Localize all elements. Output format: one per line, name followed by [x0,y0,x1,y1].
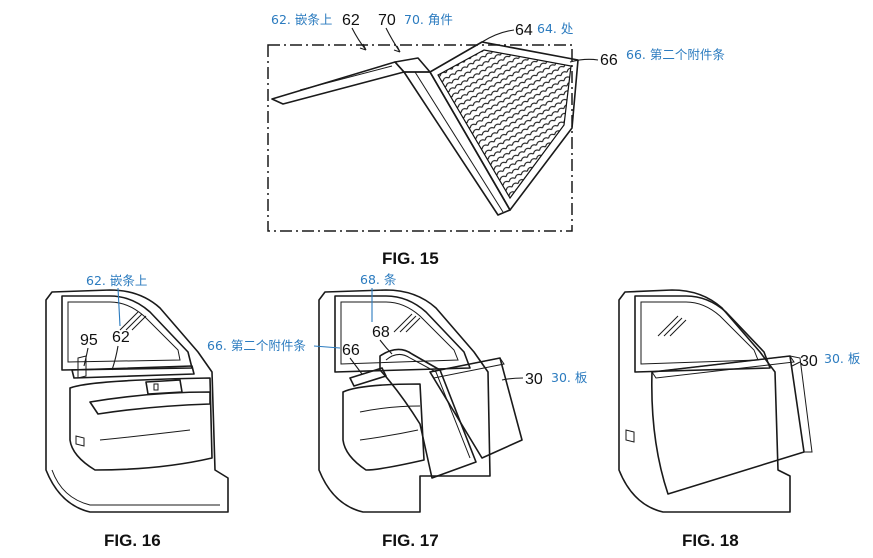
fig16-leader-95 [83,347,89,367]
fig15-leader-66 [569,58,599,63]
fig17-panel [429,357,523,459]
fig17-door-outline [318,289,491,513]
fig18-ref-30: 30 [800,353,818,370]
fig16-leader-62 [111,345,119,371]
fig15-attachment-panel-border [429,41,579,211]
fig16-caption: FIG. 16 [104,531,161,550]
fig15-leader-64 [481,29,515,43]
fig15-corner-piece [394,57,431,73]
fig16-window-glass [67,301,181,363]
fig15: 62 70 64 66 62. 嵌条上 70. 角件 64. 处 66. 第二个… [267,12,725,268]
fig17-caption: FIG. 17 [382,531,439,550]
fig15-anno-66: 66. 第二个附件条 [626,47,725,62]
fig18-window-frame [634,295,771,373]
fig18-leader-30 [791,361,801,367]
fig17-leader-66 [349,357,363,375]
fig17-leader-30 [501,377,524,381]
fig16-trim-panel [69,377,213,471]
fig15-ref-64: 64 [515,22,533,39]
fig18-door-outline [618,289,791,513]
fig15-leader-62 [351,27,367,51]
fig15-anno-62: 62. 嵌条上 [271,12,332,27]
fig17-ref-68: 68 [372,324,390,341]
fig17: 66 68 30 66. 第二个附件条 68. 条 30. 板 FIG. 17 [207,272,588,550]
fig17-anno-68: 68. 条 [360,272,397,287]
fig17-ref-30: 30 [525,371,543,388]
fig16-ref-95: 95 [80,332,98,349]
fig17-blue-leader-66 [313,345,341,349]
fig16-door-outline [45,289,229,513]
fig16-belt-molding [71,365,195,379]
fig15-dashed-frame [267,44,573,232]
fig16-blue-leader-62 [117,287,121,327]
fig18-panel [651,355,805,495]
fig15-ref-66: 66 [600,52,618,69]
fig15-leader-70 [385,27,401,53]
fig17-ref-66: 66 [342,342,360,359]
fig15-anno-64: 64. 处 [537,21,574,36]
fig16-window-frame [61,295,193,371]
fig17-peeled-strip [379,348,477,479]
fig17-window-frame [334,295,471,373]
fig16-door-handle [145,379,183,395]
fig15-anno-70: 70. 角件 [404,12,453,27]
fig15-attachment-panel-texture [437,49,572,200]
fig15-ref-70: 70 [378,12,396,29]
fig18: 30 30. 板 FIG. 18 [618,289,861,550]
fig15-caption: FIG. 15 [382,249,439,268]
fig17-trim-panel [342,383,425,471]
fig16-armrest [89,391,211,415]
fig17-anno-66: 66. 第二个附件条 [207,338,306,353]
fig15-ref-62: 62 [342,12,360,29]
fig17-leader-68 [379,339,393,355]
fig18-caption: FIG. 18 [682,531,739,550]
fig17-anno-30: 30. 板 [551,370,588,385]
fig16-ref-62: 62 [112,329,130,346]
fig16: 95 62 62. 嵌条上 FIG. 16 [45,273,229,550]
fig16-anno-62: 62. 嵌条上 [86,273,147,288]
fig18-anno-30: 30. 板 [824,351,861,366]
